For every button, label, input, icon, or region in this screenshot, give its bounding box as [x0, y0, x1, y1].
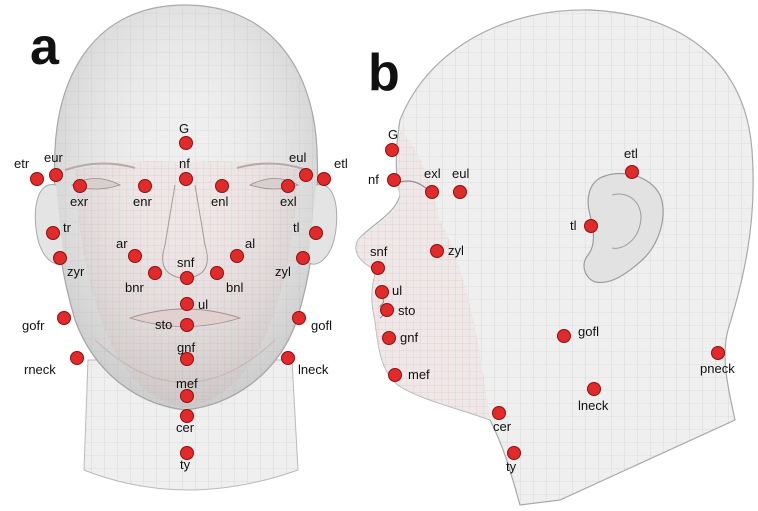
landmark-rneck-label: rneck	[24, 362, 56, 377]
landmark-gofr: gofr	[22, 312, 71, 334]
profile-landmark-nf-label: nf	[368, 172, 379, 187]
landmark-mef-label: mef	[176, 376, 198, 391]
profile-landmark-nf: nf	[368, 172, 401, 187]
landmark-etl: etl	[318, 156, 348, 186]
landmark-sto-label: sto	[155, 317, 172, 332]
profile-landmark-etl-label: etl	[624, 146, 638, 161]
profile-landmark-pneck-label: pneck	[700, 361, 735, 376]
panel-b: b G nf exl eul etl tl snf zyl ul sto gnf…	[356, 10, 753, 505]
panel-a: a G nf eur eul etr etl exr enr enl exl t…	[14, 5, 348, 490]
landmark-ty-label: ty	[180, 457, 191, 472]
panel-a-letter: a	[30, 18, 60, 76]
landmark-zyr-label: zyr	[67, 264, 85, 279]
landmark-snf-label: snf	[177, 255, 195, 270]
landmark-cer-label: cer	[176, 420, 195, 435]
landmark-ul-label: ul	[198, 297, 208, 312]
profile-landmark-zyl-label: zyl	[448, 243, 464, 258]
profile-landmark-G-label: G	[388, 127, 398, 142]
profile-landmark-G: G	[386, 127, 399, 157]
landmark-etr-label: etr	[14, 156, 30, 171]
profile-landmark-gofl-label: gofl	[578, 324, 599, 339]
landmark-bnr-label: bnr	[125, 280, 144, 295]
landmark-zyl-label: zyl	[275, 264, 291, 279]
landmark-exl-label: exl	[280, 194, 297, 209]
profile-landmark-mef-label: mef	[408, 367, 430, 382]
landmark-exl: exl	[280, 180, 297, 210]
landmark-enl-label: enl	[211, 194, 228, 209]
landmark-enr-label: enr	[133, 194, 152, 209]
profile-landmark-gnf-label: gnf	[400, 330, 418, 345]
landmark-etl-label: etl	[334, 156, 348, 171]
landmark-lneck-label: lneck	[298, 362, 329, 377]
profile-landmark-ty-label: ty	[506, 459, 517, 474]
panel-b-letter: b	[368, 44, 400, 102]
profile-landmark-snf-label: snf	[370, 244, 388, 259]
landmark-rneck: rneck	[24, 352, 84, 378]
profile-landmark-lneck-label: lneck	[578, 398, 609, 413]
profile-landmark-mef: mef	[389, 367, 431, 382]
landmark-nf-label: nf	[179, 156, 190, 171]
landmark-exr-label: exr	[70, 194, 89, 209]
landmark-etr: etr	[14, 156, 44, 186]
profile-landmark-zyl: zyl	[431, 243, 465, 258]
landmark-tl-label: tl	[293, 220, 300, 235]
landmark-eur-label: eur	[44, 150, 63, 165]
landmark-tr-label: tr	[63, 220, 72, 235]
landmark-gofl: gofl	[293, 312, 333, 334]
profile-landmark-gnf: gnf	[383, 330, 419, 345]
landmark-ar-label: ar	[116, 236, 128, 251]
profile-landmark-ul-label: ul	[392, 283, 402, 298]
landmark-gofr-label: gofr	[22, 318, 45, 333]
landmark-al-label: al	[245, 236, 255, 251]
profile-landmark-sto: sto	[381, 303, 416, 318]
profile-landmark-eul-label: eul	[452, 166, 469, 181]
profile-landmark-sto-label: sto	[398, 303, 415, 318]
profile-head-illustration	[356, 10, 753, 505]
profile-landmark-exl-label: exl	[424, 166, 441, 181]
landmark-eul-label: eul	[289, 150, 306, 165]
profile-landmark-tl-label: tl	[570, 218, 577, 233]
landmark-G-label: G	[179, 121, 189, 136]
landmark-gnf-label: gnf	[177, 340, 195, 355]
profile-landmark-cer-label: cer	[493, 419, 512, 434]
landmark-bnl-label: bnl	[226, 280, 243, 295]
landmark-gofl-label: gofl	[311, 318, 332, 333]
